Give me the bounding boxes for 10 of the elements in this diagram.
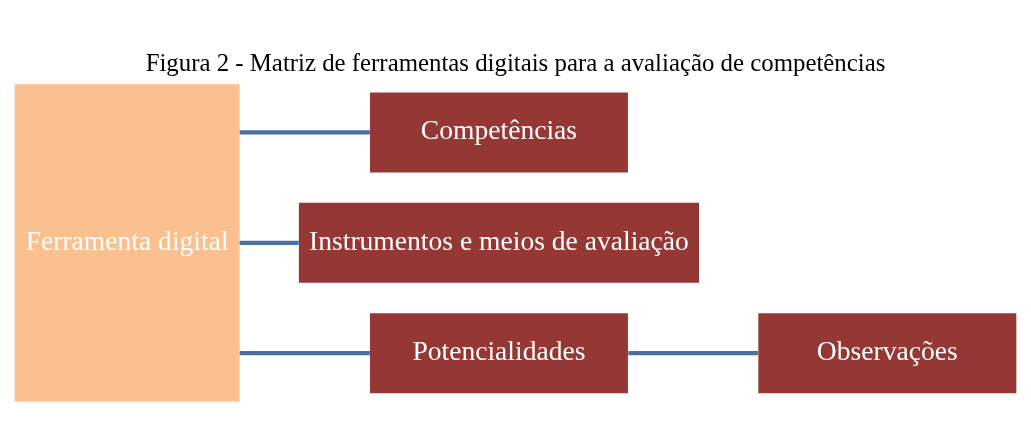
connector	[628, 350, 758, 355]
connector	[239, 240, 299, 245]
node-box: Instrumentos e meios de avaliação	[298, 202, 699, 283]
diagram-title: Figura 2 - Matriz de ferramentas digitais para a avaliação de competências	[145, 48, 886, 76]
node-box: Competências	[369, 91, 628, 172]
node-box: Ferramenta digital	[14, 83, 240, 401]
connector	[239, 129, 370, 134]
node-box: Potencialidades	[369, 312, 628, 393]
node-box: Observações	[758, 312, 1017, 393]
connector	[239, 350, 370, 355]
